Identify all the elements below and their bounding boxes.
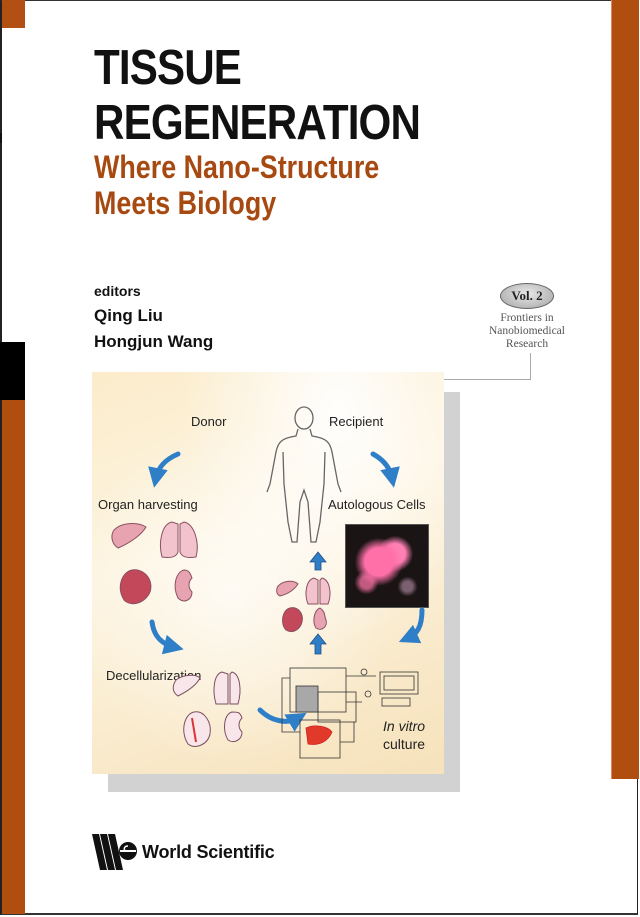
editor-name: Hongjun Wang — [94, 332, 214, 351]
book-title-line-1: TISSUE — [94, 41, 242, 95]
world-scientific-logo-icon — [92, 834, 137, 870]
autologous-cells-micrograph — [345, 524, 429, 608]
publisher-name: World Scientific — [142, 841, 275, 862]
series-name-line: Nanobiomedical — [488, 325, 565, 337]
donor-organs-icon — [111, 521, 198, 605]
left-spine-rust-strip — [2, 400, 25, 914]
series-connector-line — [444, 379, 531, 380]
book-subtitle-line-2: Meets Biology — [94, 185, 277, 221]
volume-badge: Vol. 2 — [500, 283, 554, 309]
regenerated-organs-icon — [276, 577, 331, 633]
publisher-logo: World Scientific — [92, 832, 275, 872]
editor-name: Qing Liu — [94, 306, 163, 325]
book-subtitle-line-1: Where Nano-Structure — [94, 149, 380, 185]
label-organ-harvesting: Organ harvesting — [98, 497, 198, 512]
book-title-line-2: REGENERATION — [94, 96, 421, 150]
left-spine-black-block — [0, 342, 25, 400]
illustration-graphics — [111, 406, 425, 759]
label-culture: culture — [383, 736, 426, 752]
label-donor: Donor — [191, 414, 227, 429]
bioreactor-diagram-icon — [281, 667, 419, 759]
series-name-line: Frontiers in — [500, 312, 554, 324]
left-edge-tick — [0, 133, 2, 143]
series-name-line: Research — [505, 338, 549, 350]
up-arrow-icon — [309, 551, 327, 655]
label-autologous-cells: Autologous Cells — [328, 497, 426, 512]
label-recipient: Recipient — [329, 414, 384, 429]
series-name: Frontiers in Nanobiomedical Research — [470, 312, 584, 351]
label-in-vitro: In vitro — [383, 718, 426, 734]
editors-label: editors — [94, 283, 141, 299]
decellularized-organs-icon — [172, 671, 243, 747]
series-connector-line — [530, 353, 531, 380]
right-rust-strip — [611, 0, 639, 779]
cover-illustration: Donor Recipient Organ harvesting Autolog… — [92, 372, 444, 774]
human-figure-icon — [266, 406, 342, 543]
process-arrows — [148, 451, 425, 732]
left-spine-top-strip — [2, 0, 25, 28]
